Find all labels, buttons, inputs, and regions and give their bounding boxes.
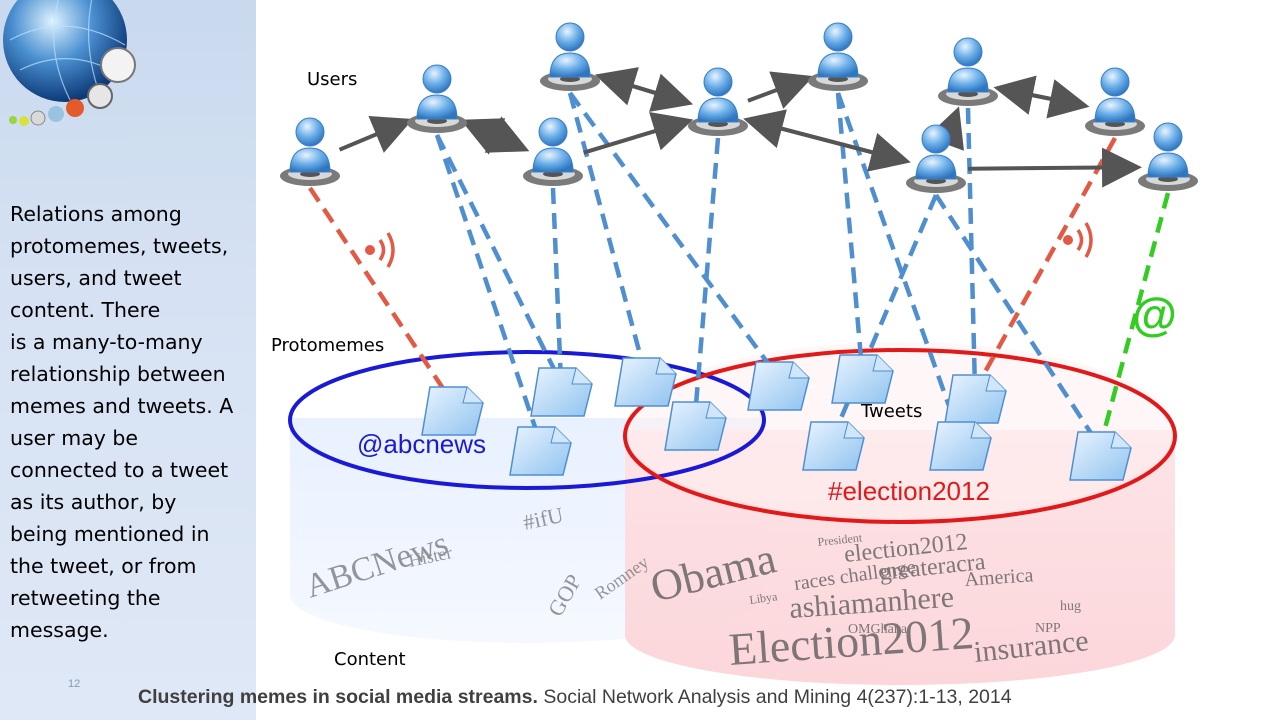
word-cloud-word: hug — [1060, 599, 1081, 614]
signal-icon — [365, 232, 395, 268]
dashed-link — [835, 92, 865, 371]
election2012-hashtag: #election2012 — [828, 476, 990, 506]
users — [280, 22, 1198, 193]
user-icon — [540, 22, 600, 91]
tweet-document-icon — [747, 361, 810, 411]
citation-title: Clustering memes in social media streams… — [138, 686, 538, 708]
mention-icon: @ — [1132, 288, 1177, 340]
protomemes-label: Protomemes — [271, 335, 384, 356]
dashed-link — [830, 194, 939, 438]
dashed-link — [692, 137, 721, 418]
user-icon — [808, 22, 868, 91]
user-icon — [1085, 67, 1145, 136]
dashed-link — [434, 133, 564, 385]
tweet-document-icon — [530, 367, 593, 417]
user-edge — [600, 73, 694, 112]
signal-icon — [1063, 222, 1093, 258]
word-cloud-word: America — [964, 564, 1034, 591]
tweet-document-icon — [664, 401, 727, 451]
user-edge — [967, 147, 1143, 188]
dashed-link — [434, 134, 543, 443]
user-icon — [407, 64, 467, 133]
user-edge — [338, 115, 414, 153]
dashed-link — [1097, 192, 1171, 448]
abcnews-meme-circle — [288, 350, 766, 490]
abcnews-hashtag: @abcnews — [357, 429, 486, 459]
citation: Clustering memes in social media streams… — [138, 686, 1012, 709]
user-edge — [747, 71, 814, 109]
tweet-document-icon — [929, 421, 992, 471]
tweet-document-icon — [1069, 431, 1132, 481]
user-icon — [906, 124, 966, 193]
tweet-document-icon — [509, 426, 572, 476]
user-icon — [938, 37, 998, 106]
tweet-document-icon — [802, 421, 865, 471]
dashed-link — [567, 92, 648, 374]
election2012-meme-circle — [623, 348, 1177, 524]
dashed-link — [308, 186, 454, 404]
dashed-link — [965, 107, 978, 391]
word-cloud-word: OMGhana — [848, 622, 908, 637]
slide-number: 12 — [68, 678, 81, 690]
dashed-link — [934, 193, 1102, 449]
word-cloud-word: Libya — [748, 589, 778, 607]
user-icon — [1138, 122, 1198, 191]
links — [308, 91, 1171, 449]
side-description: Relations among protomemes, tweets, user… — [10, 202, 234, 642]
user-icon — [280, 117, 340, 186]
word-cloud-word: President — [817, 530, 864, 549]
user-edge — [743, 109, 906, 163]
user-edge — [993, 75, 1085, 115]
user-icon — [523, 117, 583, 186]
user-icon — [688, 67, 748, 136]
content-label: Content — [334, 649, 406, 670]
globe-logo-icon — [3, 0, 136, 126]
users-label: Users — [307, 69, 357, 90]
dashed-link — [568, 91, 780, 379]
tweets-label: Tweets — [860, 401, 922, 422]
word-cloud-word: NPP — [1035, 621, 1061, 636]
user-edge — [460, 118, 525, 155]
dashed-link — [550, 187, 564, 384]
tweet-document-icon — [421, 386, 484, 436]
dashed-link — [973, 136, 1117, 392]
left-panel: Relations among protomemes, tweets, user… — [0, 0, 256, 720]
tweet-document-icon — [944, 374, 1007, 424]
tweet-document-icon — [614, 357, 677, 407]
tweet-documents — [421, 354, 1132, 481]
user-edge — [583, 111, 694, 155]
tweet-document-icon — [831, 354, 894, 404]
citation-source: Social Network Analysis and Mining 4(237… — [537, 686, 1012, 708]
